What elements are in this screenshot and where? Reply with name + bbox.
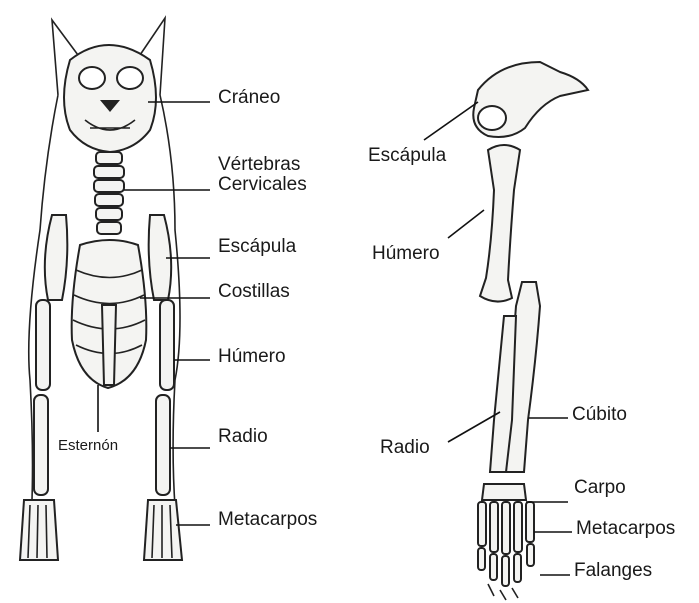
limb-metacarpals — [478, 502, 534, 554]
label-cubito: Cúbito — [572, 405, 627, 425]
dog-radius-right — [156, 395, 170, 495]
label-metacarpos-limb: Metacarpos — [576, 519, 675, 539]
label-humero-dog: Húmero — [218, 347, 286, 367]
label-metacarpos-dog: Metacarpos — [218, 510, 317, 530]
dog-paw-left — [20, 500, 58, 560]
label-vertebras-line1: Vértebras — [218, 155, 300, 175]
label-radio-limb: Radio — [380, 438, 430, 458]
dog-humerus-right — [160, 300, 174, 390]
limb-carpus — [482, 484, 526, 500]
dog-scapula-left — [45, 215, 68, 300]
label-carpo: Carpo — [574, 478, 626, 498]
label-costillas: Costillas — [218, 282, 290, 302]
label-craneo: Cráneo — [218, 88, 280, 108]
label-radio-dog: Radio — [218, 427, 268, 447]
label-humero-limb: Húmero — [372, 244, 440, 264]
limb-humerus — [480, 145, 520, 302]
dog-skeleton — [20, 18, 182, 560]
dog-paw-right — [144, 500, 182, 560]
dog-eye-left — [79, 67, 105, 89]
label-escapula-dog: Escápula — [218, 237, 296, 257]
dog-cervical-vertebrae — [94, 152, 124, 234]
forelimb-skeleton — [473, 62, 588, 600]
dog-humerus-left — [36, 300, 50, 390]
label-falanges: Falanges — [574, 561, 652, 581]
label-escapula-limb: Escápula — [368, 146, 446, 166]
dog-eye-right — [117, 67, 143, 89]
label-esternon: Esternón — [58, 436, 118, 456]
dog-radius-left — [34, 395, 48, 495]
label-vertebras-line2: Cervicales — [218, 175, 307, 195]
dog-skull — [64, 45, 156, 152]
dog-sternum — [102, 305, 116, 385]
